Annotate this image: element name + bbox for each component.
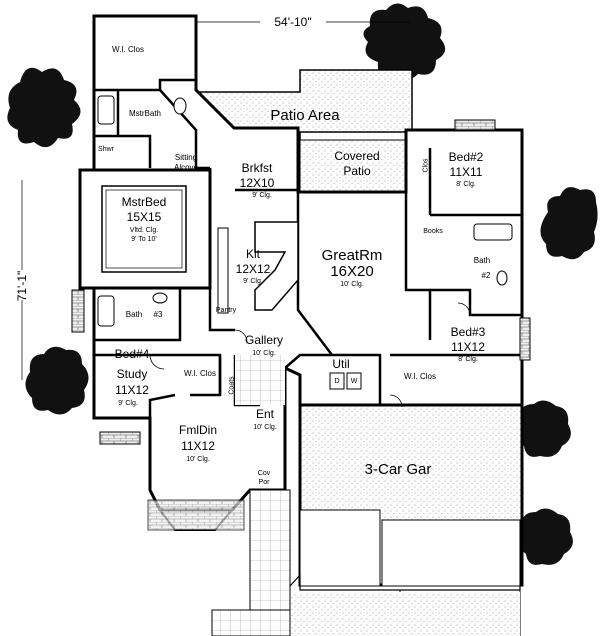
- bath2-label: Bath: [473, 256, 491, 265]
- books-label: Books: [423, 228, 443, 235]
- garage-label: 3-Car Gar: [364, 461, 432, 478]
- fml-din-name: FmlDin: [179, 423, 217, 437]
- tree-bottom-right: [515, 400, 573, 565]
- tree-left: [25, 346, 89, 415]
- ent-ceiling: 10' Clg.: [253, 424, 277, 431]
- ent-label: Ent: [255, 407, 275, 421]
- fml-din-size: 11X12: [181, 439, 215, 453]
- fml-din-ceiling: 10' Clg.: [186, 456, 210, 463]
- bath3-label: Bath: [125, 310, 143, 319]
- great-rm-size: 16X20: [330, 263, 374, 280]
- great-rm-ceiling: 10' Clg.: [340, 281, 364, 288]
- bed4-study: Study: [116, 367, 148, 381]
- kitchen-counter: [254, 221, 299, 311]
- wi-clos-right-label: W.I. Clos: [403, 372, 437, 381]
- bath2-num: #2: [481, 271, 491, 280]
- mstr-bed-ceiling-1: Vltd. Clg.: [129, 227, 159, 234]
- walkway: [249, 489, 291, 611]
- sitting-label-1: Sitting: [174, 153, 198, 162]
- mstr-bed-ceiling-2: 9' To 10': [131, 236, 157, 243]
- gallery-ceiling: 10' Clg.: [252, 350, 276, 357]
- bed4-ceiling: 9' Clg.: [118, 400, 138, 407]
- bed2-name: Bed#2: [448, 150, 484, 164]
- brkfst-name: Brkfst: [241, 161, 273, 175]
- mstr-bath-label: MstrBath: [128, 109, 162, 118]
- tree-top-left: [7, 67, 81, 148]
- bed4-clos: W.I. Clos: [183, 369, 217, 378]
- kit-ceiling: 9' Clg.: [243, 278, 263, 285]
- driveway-slab: [290, 592, 520, 636]
- dryer-label: D: [334, 378, 340, 385]
- bath3-num: #3: [153, 310, 163, 319]
- covered-patio-label-2: Patio: [343, 164, 371, 178]
- tree-top-right: [363, 3, 446, 81]
- kit-size: 12X12: [235, 262, 271, 276]
- util-label: Util: [332, 357, 350, 371]
- tree-right: [540, 187, 598, 260]
- gallery-label: Gallery: [244, 333, 284, 347]
- bed2-clos: Clos: [422, 158, 430, 173]
- brkfst-size: 12X10: [239, 176, 275, 190]
- bed4-name: Bed#4: [114, 347, 150, 361]
- shwr-label: Shwr: [98, 146, 114, 153]
- bed2-ceiling: 8' Clg.: [456, 181, 476, 188]
- dimension-width: 54'-10": [274, 15, 312, 29]
- great-rm-name: GreatRm: [321, 247, 383, 264]
- bed3-size: 11X12: [451, 340, 485, 354]
- washer-label: W: [350, 378, 358, 385]
- dimension-depth: 71'-1": [15, 270, 29, 302]
- pantry-label: Pantry: [215, 307, 237, 314]
- wi-clos-top-label: W.I. Clos: [111, 45, 145, 54]
- cov-por-label-1: Cov: [257, 470, 271, 477]
- patio-label: Patio Area: [270, 107, 340, 124]
- bed3-name: Bed#3: [450, 325, 486, 339]
- cov-por-label-2: Por: [258, 479, 270, 486]
- sitting-label-2: Alcove: [173, 163, 199, 172]
- bed2-size: 11X11: [449, 165, 483, 179]
- mstr-bed-size: 15X15: [126, 210, 162, 224]
- bed3-ceiling: 8' Clg.: [458, 356, 478, 363]
- bed4-size: 11X12: [115, 383, 149, 397]
- mstr-bed-name: MstrBed: [121, 195, 167, 209]
- kit-name: Kit: [245, 247, 261, 261]
- brkfst-ceiling: 9' Clg.: [252, 192, 272, 199]
- coats-label: Coats: [228, 376, 236, 395]
- covered-patio-label-1: Covered: [334, 149, 380, 163]
